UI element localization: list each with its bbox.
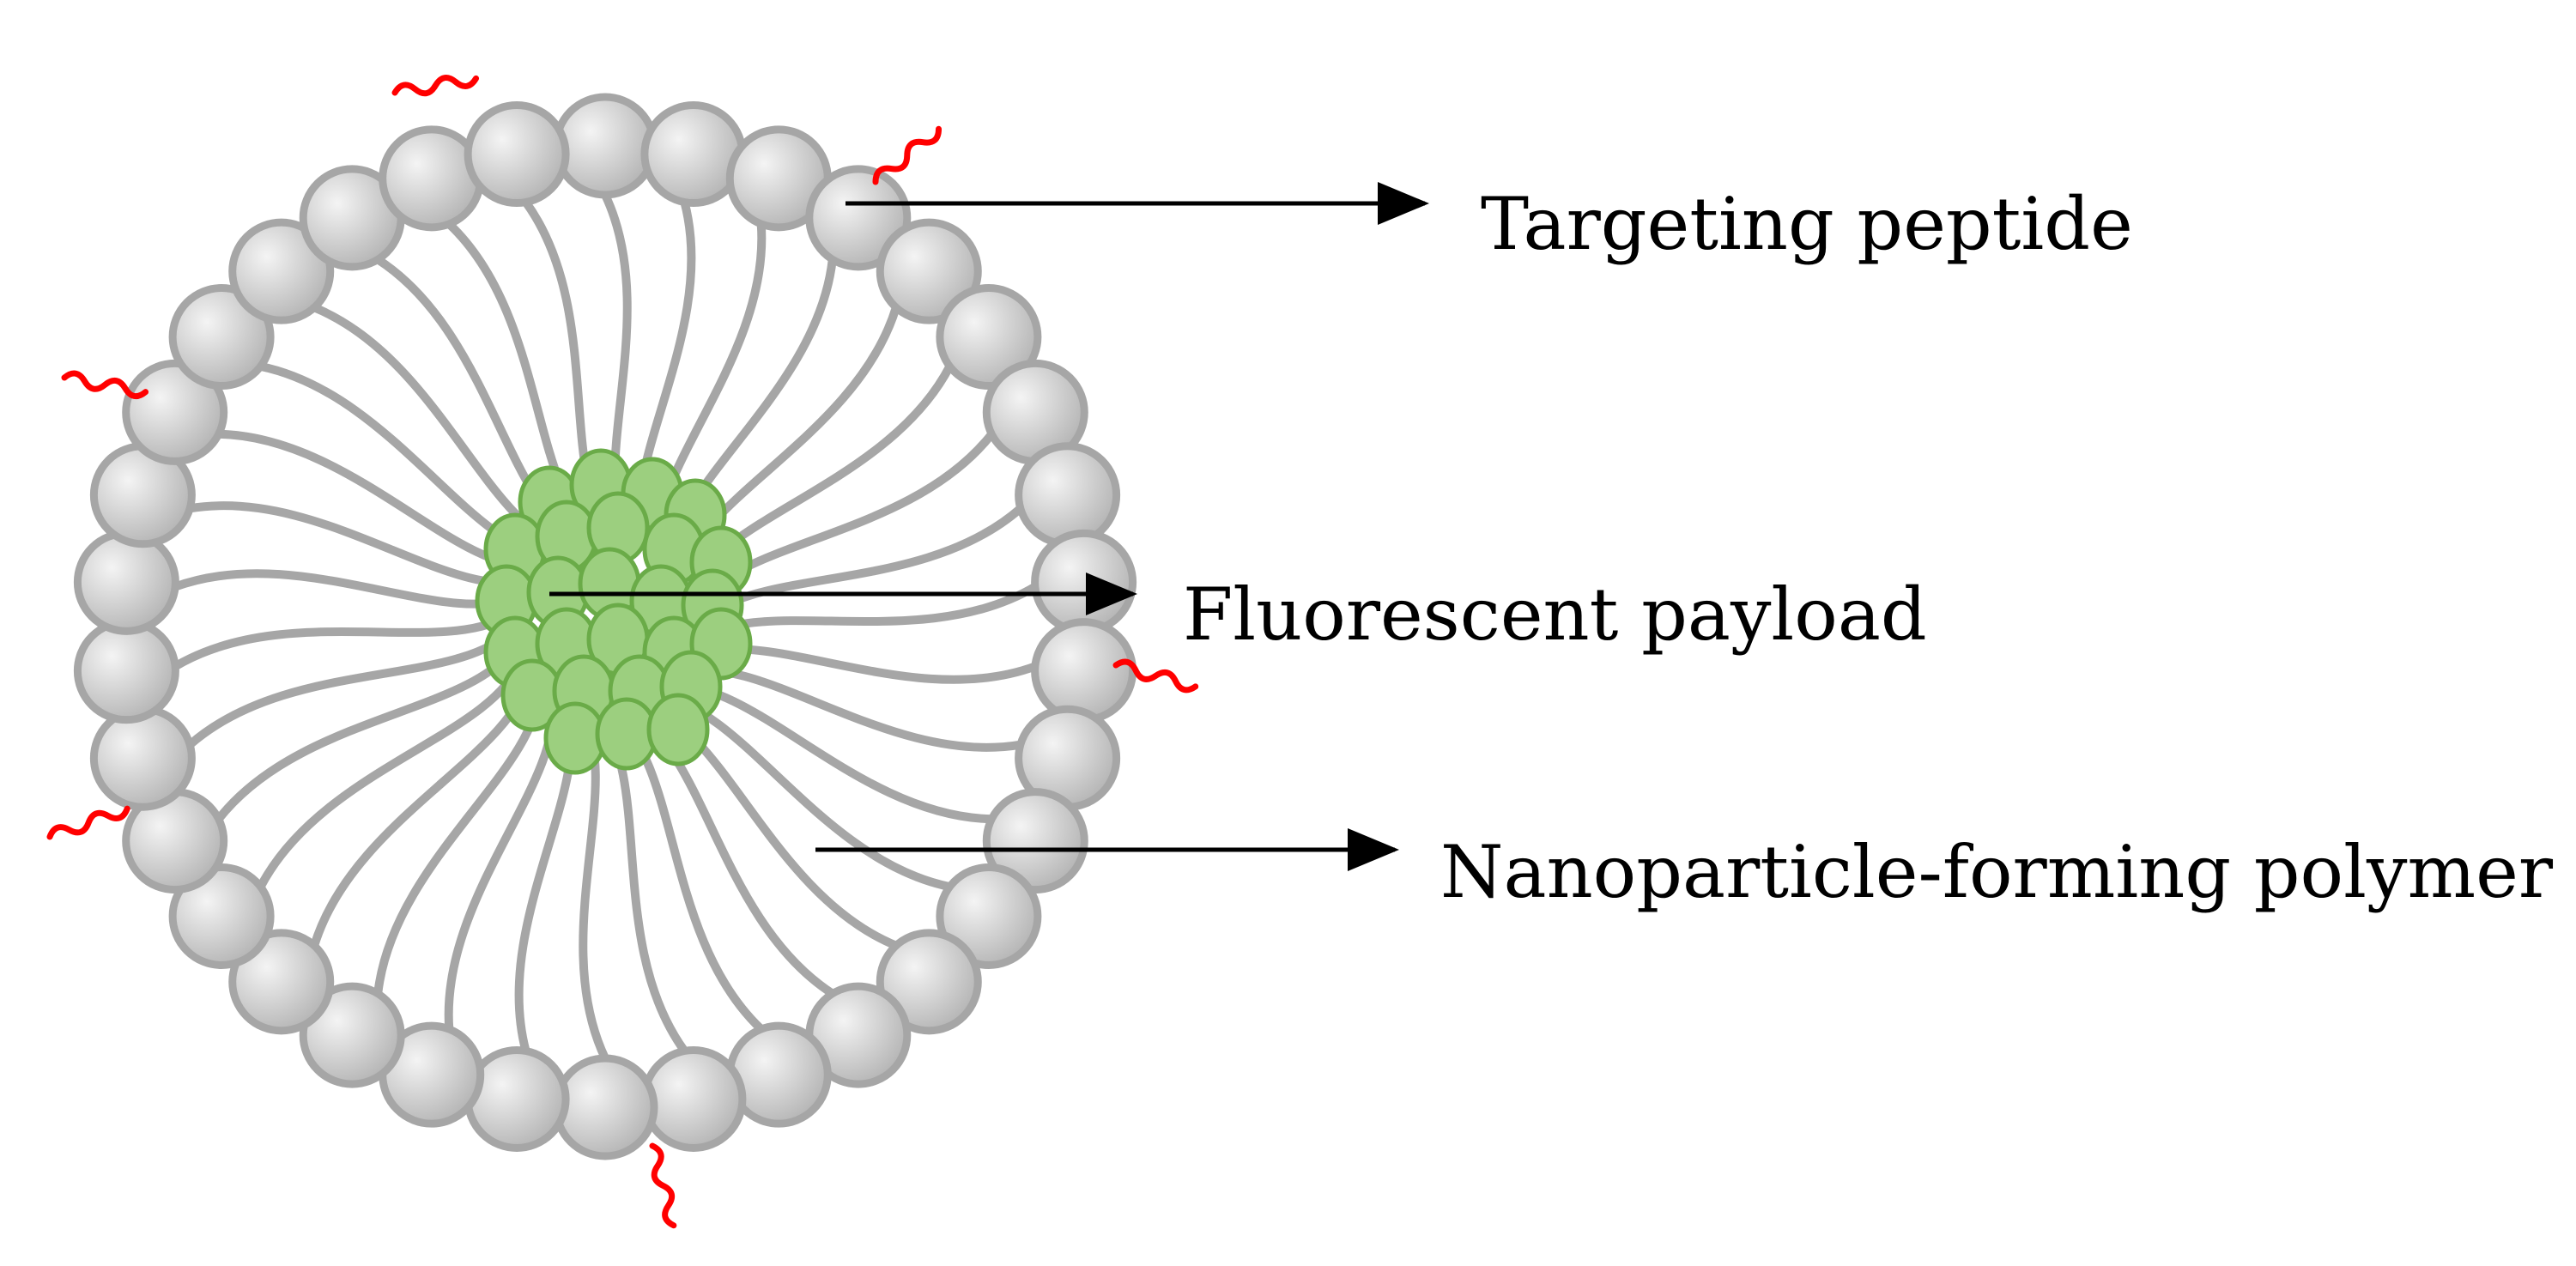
polymer-head [1031, 529, 1137, 635]
polymer-head [1031, 618, 1137, 724]
peptide-squiggle-icon [872, 125, 943, 185]
targeting-peptides [46, 75, 1199, 1229]
arrow-polymer [815, 828, 1399, 871]
peptide-squiggle-icon [391, 75, 480, 97]
polymer-heads [73, 93, 1137, 1160]
peptide-squiggle-icon [649, 1142, 677, 1229]
label-polymer: Nanoparticle-forming polymer [1440, 830, 2554, 914]
polymer-head [982, 788, 1088, 894]
label-targeting-peptide: Targeting peptide [1481, 182, 2133, 266]
polymer-head [876, 218, 982, 324]
peptide-squiggle-icon [1112, 658, 1199, 694]
polymer-head [936, 863, 1042, 969]
polymer-head [89, 705, 196, 811]
label-fluorescent-payload: Fluorescent payload [1183, 572, 1927, 657]
arrow-fluorescent-payload [549, 572, 1137, 615]
polymer-tail [171, 608, 518, 671]
polymer-head [464, 101, 570, 208]
payload-cluster-icon [475, 448, 753, 775]
peptide-squiggle-icon [46, 805, 130, 840]
peptide-squiggle-icon [61, 370, 149, 400]
polymer-head [168, 284, 275, 391]
arrow-targeting-peptide [846, 182, 1429, 225]
polymer-head [805, 165, 912, 271]
payload-bead [646, 693, 710, 766]
polymer-head [228, 929, 335, 1035]
polymer-head [122, 359, 228, 465]
polymer-tail [310, 673, 532, 950]
polymer-head [73, 529, 179, 635]
polymer-head [640, 1045, 747, 1152]
polymer-head [299, 982, 405, 1088]
polymer-head [168, 863, 275, 969]
polymer-tail [214, 641, 519, 824]
micelle-nanoparticle-icon [46, 75, 1199, 1229]
polymer-head [228, 218, 335, 324]
polymer-tail [444, 697, 557, 1034]
polymer-head [936, 284, 1042, 391]
polymer-head [73, 618, 179, 724]
polymer-head [552, 1054, 658, 1160]
polymer-head [1015, 442, 1121, 548]
polymer-tail [256, 657, 524, 892]
polymer-tail [594, 714, 689, 1056]
polymer-head [552, 93, 658, 199]
polymer-head [876, 929, 982, 1035]
